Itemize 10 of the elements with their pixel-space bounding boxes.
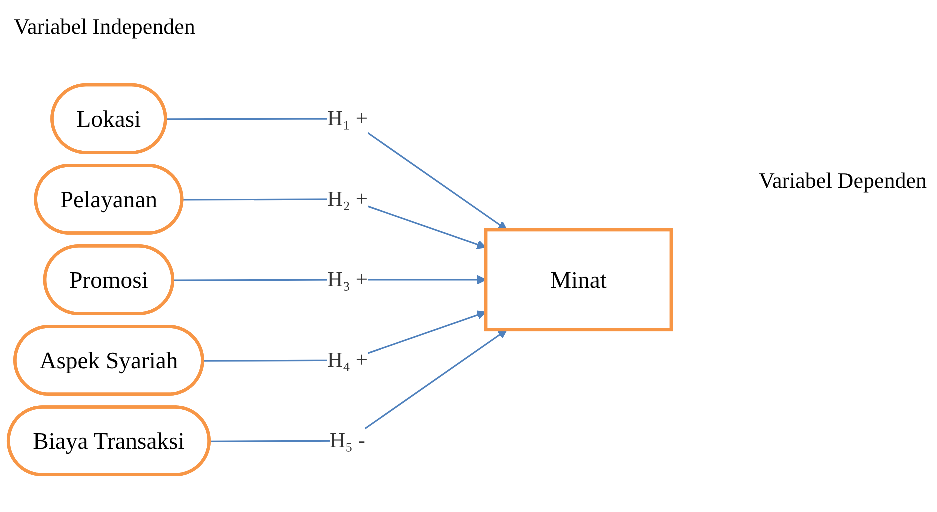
node-box: Minat [484, 228, 674, 332]
edge-label: H₅ - [330, 429, 366, 453]
heading-text: Variabel Dependen [759, 168, 927, 194]
edge-label: H₄ + [327, 348, 368, 372]
arrow [166, 118, 508, 230]
heading-text: Variabel Independen [14, 14, 196, 40]
edge-label: H₁ + [327, 107, 368, 131]
arrow [210, 330, 508, 442]
edge-label: H₃ + [327, 268, 368, 292]
edge-label: H₂ + [327, 188, 368, 212]
